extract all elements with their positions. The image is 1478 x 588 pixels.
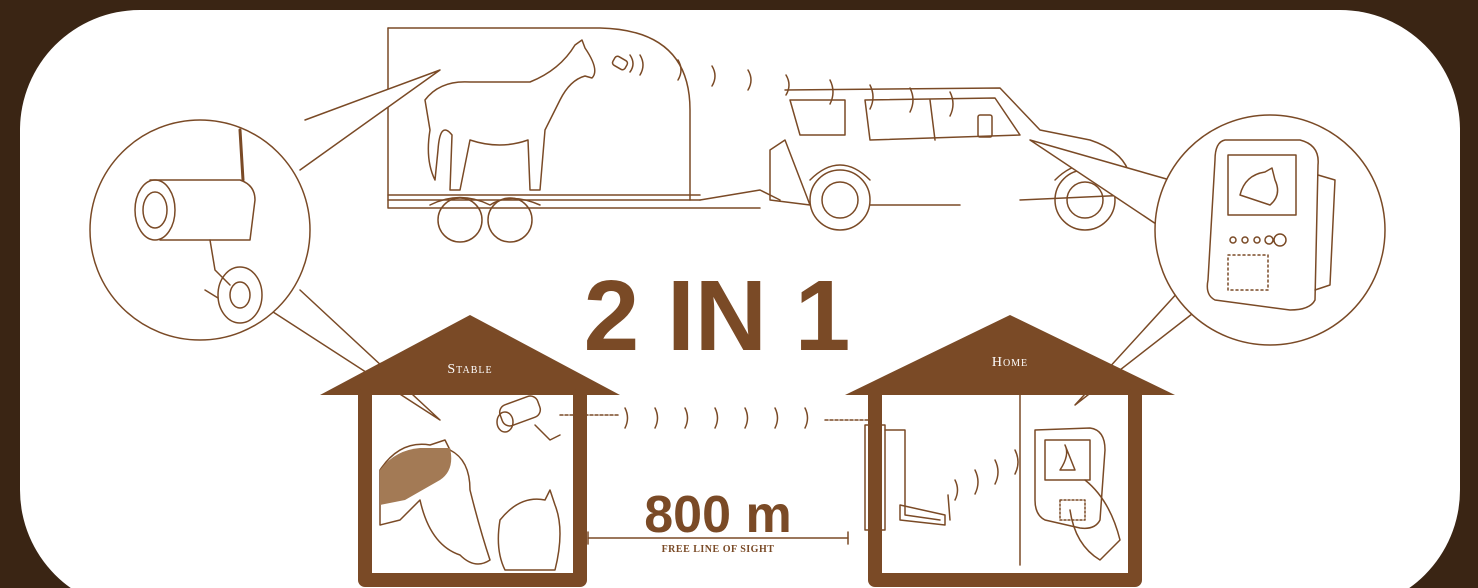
distance-value: 800 m (644, 486, 791, 544)
home-label: Home (992, 355, 1028, 370)
stable-label: Stable (447, 362, 492, 377)
distance-caption: FREE LINE OF SIGHT (662, 544, 775, 555)
headline: 2 IN 1 (584, 260, 851, 372)
